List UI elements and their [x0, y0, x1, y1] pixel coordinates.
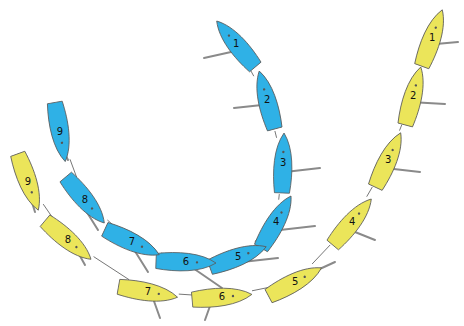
number-holder: 6 [190, 283, 254, 310]
dinghy: 3 [271, 132, 295, 195]
track-link [179, 294, 193, 296]
number-holder: 2 [248, 67, 285, 133]
number-holder: 2 [394, 63, 431, 129]
dinghy: 5 [262, 258, 327, 307]
dinghy-hull [57, 169, 114, 231]
number-holder: 8 [57, 169, 114, 231]
dinghy-hull [44, 100, 76, 165]
number-holder: 3 [271, 132, 295, 195]
sail [280, 226, 315, 230]
boat-number: 9 [25, 177, 31, 187]
dinghy: 6 [155, 250, 218, 274]
dinghy-hull [7, 149, 49, 215]
boat-number: 5 [235, 252, 241, 262]
track-link [278, 194, 280, 200]
dinghy-hull [394, 63, 431, 129]
dinghy: 1 [208, 13, 265, 75]
dinghy: 5 [205, 236, 271, 278]
number-holder: 4 [324, 191, 381, 253]
boat-number: 3 [280, 158, 286, 168]
dinghy: 8 [57, 169, 114, 231]
dinghy-hull [155, 250, 218, 274]
boat-number: 6 [219, 292, 225, 302]
dinghy: 8 [37, 212, 99, 269]
dinghy-hull [411, 5, 453, 71]
track-link [275, 131, 277, 138]
dinghy-hull [262, 258, 327, 307]
dinghy: 7 [116, 276, 181, 308]
number-holder: 4 [251, 190, 301, 255]
track-link [94, 257, 130, 280]
dinghy-hull [248, 67, 285, 133]
boat-number: 4 [349, 217, 355, 227]
boat-number: 6 [183, 257, 189, 267]
number-holder: 7 [99, 219, 164, 265]
track-link [400, 125, 402, 131]
boat-number: 9 [57, 127, 63, 137]
sail [234, 105, 262, 108]
dinghy: 6 [190, 283, 254, 310]
dinghy: 9 [7, 149, 49, 215]
boat-number: 4 [273, 217, 279, 227]
number-holder: 9 [7, 149, 49, 215]
track-link [312, 245, 330, 264]
dinghy-hull [99, 219, 164, 265]
boat-number: 7 [129, 237, 135, 247]
number-holder: 9 [44, 100, 76, 165]
boat-number: 7 [145, 287, 151, 297]
dinghy-hull [190, 283, 254, 310]
track-link [367, 187, 373, 197]
dinghy-hull [208, 13, 265, 75]
dinghy-hull [37, 212, 99, 269]
dinghy-hull [205, 236, 271, 278]
dinghy: 2 [248, 67, 285, 133]
number-holder: 5 [262, 258, 327, 307]
boat-number: 5 [292, 277, 298, 287]
boat-number: 2 [410, 91, 416, 101]
dinghy: 3 [365, 127, 411, 192]
boat-number: 1 [233, 39, 239, 49]
dinghy-hull [116, 276, 181, 308]
number-holder: 6 [155, 250, 218, 274]
dinghy: 4 [251, 190, 301, 255]
dinghy: 9 [44, 100, 76, 165]
dinghy-hull [251, 190, 301, 255]
dinghy-hull [324, 191, 381, 253]
dinghy: 2 [394, 63, 431, 129]
number-holder: 1 [208, 13, 265, 75]
boat-number: 1 [429, 33, 435, 43]
number-holder: 1 [411, 5, 453, 71]
boat-number: 8 [82, 195, 88, 205]
dinghy: 7 [99, 219, 164, 265]
boat-number: 2 [264, 95, 270, 105]
boat-number: 3 [385, 155, 391, 165]
number-holder: 7 [116, 276, 181, 308]
dinghy: 4 [324, 191, 381, 253]
number-holder: 5 [205, 236, 271, 278]
number-holder: 8 [37, 212, 99, 269]
dinghy: 1 [411, 5, 453, 71]
dinghy-hull [271, 132, 295, 195]
number-holder: 3 [365, 127, 411, 192]
boat-number: 8 [65, 235, 71, 245]
dinghy-hull [365, 127, 411, 192]
